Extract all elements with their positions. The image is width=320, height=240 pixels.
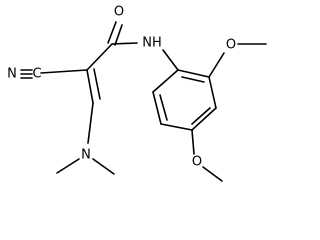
upper-methoxy-bond [208, 52, 225, 78]
lower-methoxy-oxygen-label: O [192, 155, 202, 170]
vinyl-double-bond-b [93, 68, 101, 100]
benzene-ring [152, 69, 217, 131]
enamine-bond [87, 102, 94, 144]
chemical-structure: O NH N C N O O [7, 5, 267, 182]
n-methyl-right-bond [92, 158, 115, 175]
lower-methoxy-bond [191, 129, 195, 155]
nitrile-nitrogen-label: N [7, 67, 17, 82]
carbonyl-bond-b [114, 24, 123, 46]
cyano-carbon-bond [40, 69, 88, 74]
alpha-carbon-bond [86, 43, 113, 71]
nitrile-carbon-label: C [32, 67, 41, 82]
amide-bond [111, 42, 138, 45]
n-methyl-left-bond [56, 158, 80, 174]
amide-nitrogen-label: NH [142, 36, 162, 51]
upper-methoxy-oxygen-label: O [226, 38, 236, 53]
aryl-nitrogen-bond [162, 49, 179, 71]
lower-methyl-bond [202, 166, 223, 182]
carbonyl-oxygen-label: O [114, 5, 124, 20]
carbonyl-bond-a [107, 21, 117, 44]
amine-nitrogen-label: N [81, 148, 91, 163]
vinyl-double-bond-a [86, 69, 94, 104]
